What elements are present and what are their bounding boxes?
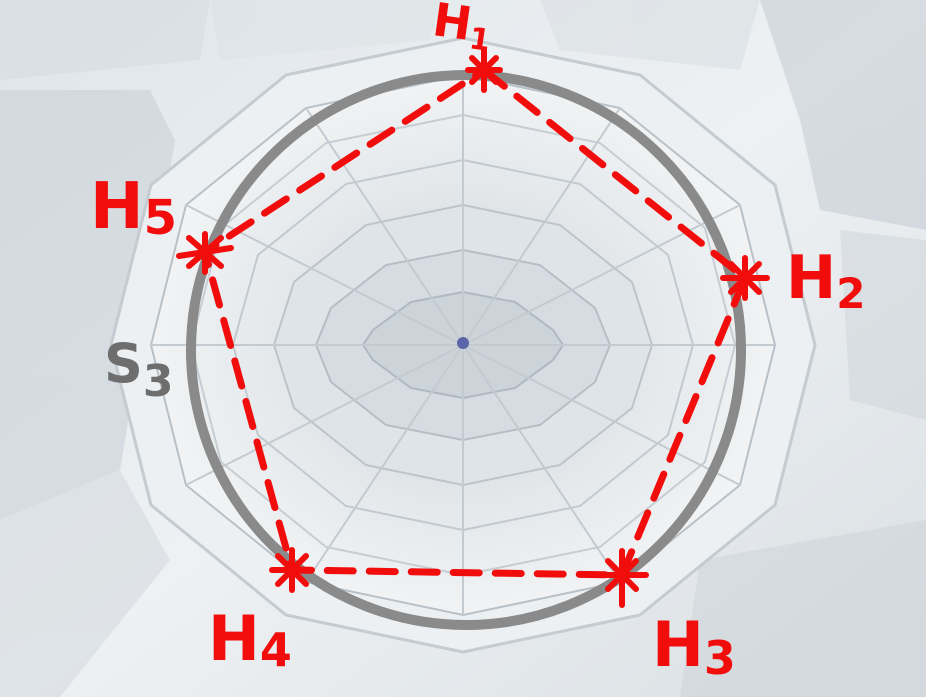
vessel-structure [109, 36, 817, 654]
label-h1: H1 [429, 0, 496, 59]
circle-s3 [186, 70, 746, 630]
center-point [457, 337, 469, 349]
vertex-mark-h5 [176, 231, 234, 275]
vertex-mark-h4 [269, 547, 315, 593]
label-h3: H3 [652, 608, 736, 685]
vertex-mark-h3 [599, 548, 649, 608]
dashed-pentagon [200, 65, 750, 579]
vertex-mark-h1 [465, 47, 503, 93]
label-h4: H4 [208, 602, 292, 677]
label-s3: S3 [104, 332, 174, 407]
label-h2: H2 [786, 243, 865, 318]
label-h5: H5 [90, 170, 177, 246]
vertex-mark-h2 [720, 255, 770, 301]
